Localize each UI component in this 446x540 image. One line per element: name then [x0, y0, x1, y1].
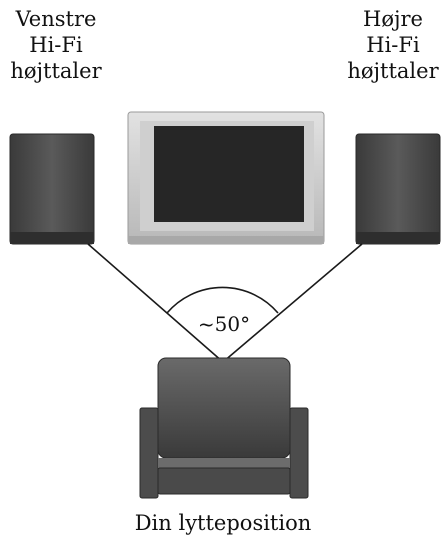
angle-label: ~50°	[197, 312, 251, 336]
listener-chair	[139, 357, 309, 499]
left-speaker-label: Venstre Hi-Fi højttaler	[10, 7, 102, 83]
right-speaker-label: Højre Hi-Fi højttaler	[347, 7, 439, 83]
right-speaker	[355, 133, 441, 245]
angle-arc	[166, 286, 279, 314]
television	[127, 111, 325, 245]
listening-position-label: Din lytteposition	[134, 511, 312, 535]
left-speaker	[9, 133, 95, 245]
listening-lines	[87, 243, 363, 363]
tv-screen	[154, 126, 304, 222]
